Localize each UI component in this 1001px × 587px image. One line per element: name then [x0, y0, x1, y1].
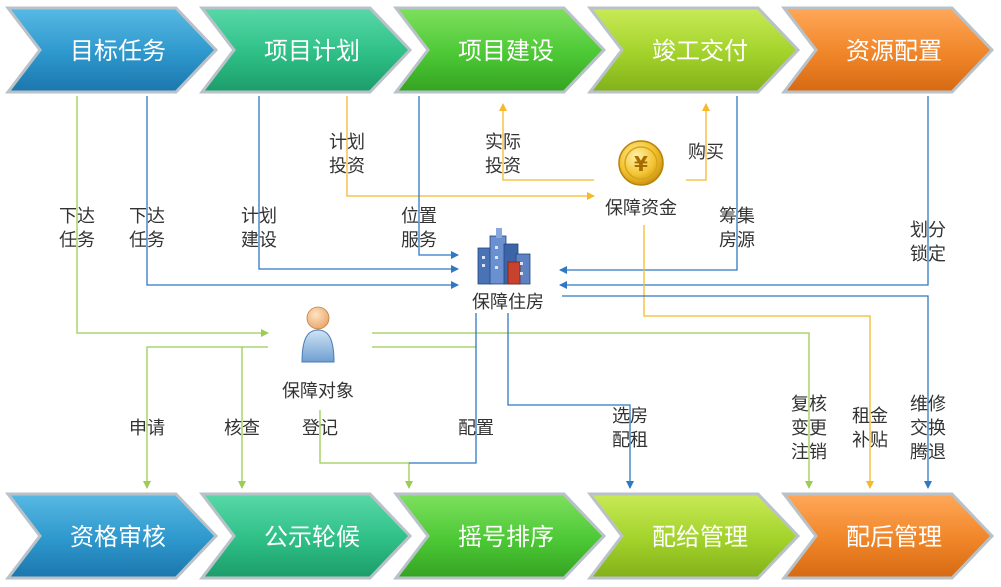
label-jhjs-2: 建设 — [241, 230, 277, 251]
bottom-stage-3-label: 摇号排序 — [458, 523, 554, 551]
label-wzfw-1: 位置 — [401, 206, 437, 227]
edge-target-to-person — [76, 96, 269, 337]
top-stage-1: 目标任务 — [4, 6, 219, 94]
bottom-stage-4: 配给管理 — [586, 492, 801, 580]
edge-target-to-housing — [146, 96, 459, 289]
bottom-stage-3: 摇号排序 — [392, 492, 607, 580]
top-stage-2-label: 项目计划 — [264, 37, 360, 65]
label-jhtz-2: 投资 — [329, 156, 365, 177]
label-sq: 申请 — [129, 418, 165, 439]
label-dj: 登记 — [302, 418, 338, 439]
top-stage-5: 资源配置 — [780, 6, 995, 94]
label-fhbg-3: 注销 — [791, 442, 827, 463]
edge-housing-to-after — [562, 295, 932, 489]
edge-person-to-qualify — [143, 346, 268, 489]
fund-label: 保障资金 — [605, 198, 677, 219]
top-stage-3-label: 项目建设 — [458, 37, 554, 65]
edge-plan-to-housing — [258, 96, 459, 273]
person-label: 保障对象 — [282, 381, 354, 402]
bottom-stage-1: 资格审核 — [4, 492, 219, 580]
top-stage-4-label: 竣工交付 — [652, 37, 748, 65]
coin-symbol: ¥ — [634, 152, 648, 176]
label-wxjh-2: 交换 — [910, 418, 946, 439]
label-fhbg-2: 变更 — [791, 418, 827, 439]
label-fhbg-1: 复核 — [791, 394, 827, 415]
label-czfy-2: 房源 — [719, 230, 755, 251]
label-xd1-1: 下达 — [59, 206, 95, 227]
bottom-stage-5: 配后管理 — [780, 492, 995, 580]
top-stage-4: 竣工交付 — [586, 6, 801, 94]
coin-icon: ¥ — [618, 140, 664, 186]
housing-label: 保障住房 — [472, 292, 544, 313]
edge-register-to-lottery — [319, 410, 413, 489]
label-hc: 核查 — [224, 418, 260, 439]
label-czfy-1: 筹集 — [719, 206, 755, 227]
edge-person-to-after — [372, 332, 813, 489]
fund-node: ¥ 保障资金 — [605, 140, 677, 219]
person-node: 保障对象 — [282, 306, 354, 402]
label-xfpz-1: 选房 — [612, 406, 648, 427]
label-gm: 购买 — [688, 142, 724, 163]
housing-node: 保障住房 — [472, 228, 544, 313]
bottom-stage-5-label: 配后管理 — [846, 523, 942, 551]
edge-housing-to-allocation — [507, 313, 634, 489]
buildings-icon — [477, 228, 531, 285]
label-zjbt-1: 租金 — [852, 406, 888, 427]
edge-housing-to-lottery — [409, 313, 477, 464]
label-pz: 配置 — [458, 418, 494, 439]
top-stage-3: 项目建设 — [392, 6, 607, 94]
edge-fund-to-build — [499, 103, 594, 181]
label-wzfw-2: 服务 — [401, 230, 437, 251]
label-xd1-2: 任务 — [59, 230, 95, 251]
bottom-stage-1-label: 资格审核 — [70, 523, 166, 551]
edge-build-to-housing — [418, 96, 459, 259]
label-zjbt-2: 补贴 — [852, 430, 888, 451]
bottom-stage-2: 公示轮候 — [198, 492, 413, 580]
label-wxjh-3: 腾退 — [910, 442, 946, 463]
bottom-stage-2-label: 公示轮候 — [264, 523, 360, 551]
label-jhtz-1: 计划 — [329, 132, 365, 153]
edge-fund-to-delivery — [686, 103, 710, 181]
label-wxjh-1: 维修 — [910, 394, 946, 415]
label-hfsd-1: 划分 — [910, 220, 946, 241]
label-sjtz-2: 投资 — [485, 156, 521, 177]
top-stage-2: 项目计划 — [198, 6, 413, 94]
label-xfpz-2: 配租 — [612, 430, 648, 451]
edge-resource-to-housing — [559, 96, 929, 289]
label-xd2-2: 任务 — [129, 230, 165, 251]
bottom-stage-4-label: 配给管理 — [652, 523, 748, 551]
label-hfsd-2: 锁定 — [910, 244, 946, 265]
edge-fund-to-after — [643, 225, 874, 489]
edge-plan-to-fund — [346, 96, 595, 200]
top-stage-5-label: 资源配置 — [846, 37, 942, 65]
person-icon — [301, 306, 335, 363]
edge-delivery-to-housing — [559, 96, 738, 274]
label-xd2-1: 下达 — [129, 206, 165, 227]
label-jhjs-1: 计划 — [241, 206, 277, 227]
label-sjtz-1: 实际 — [485, 132, 521, 153]
top-stage-1-label: 目标任务 — [70, 37, 166, 65]
